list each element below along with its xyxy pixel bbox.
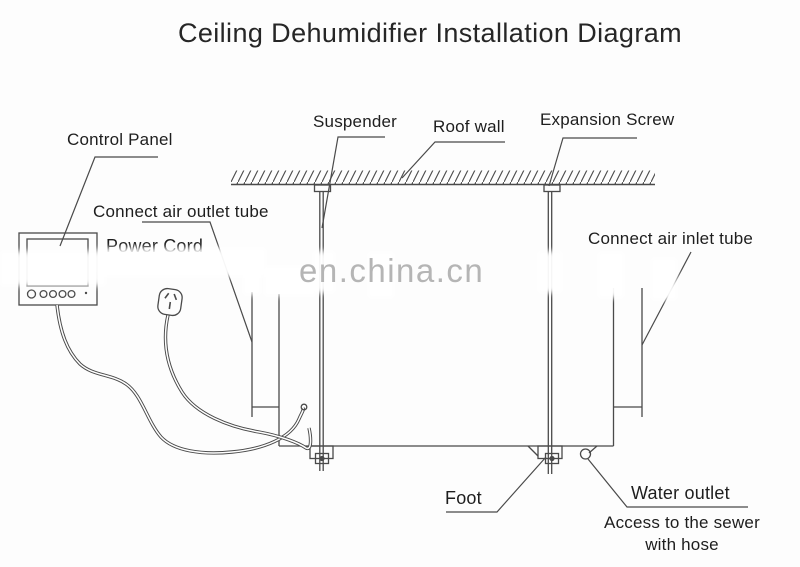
ceiling-hatch	[231, 170, 655, 184]
air-outlet-duct	[251, 292, 279, 417]
blur-patch	[538, 251, 562, 293]
blur-patch	[243, 255, 261, 295]
air-inlet-tube-label: Connect air inlet tube	[588, 229, 754, 248]
water-outlet-label: Water outlet	[631, 483, 730, 503]
suspender-rod-right	[547, 191, 553, 474]
foot-left	[309, 445, 334, 465]
sewer-note-line1: Access to the sewer	[604, 513, 760, 532]
blur-patch	[98, 248, 266, 277]
blur-patch	[0, 251, 106, 286]
foot-right	[537, 445, 563, 465]
roof-wall-label: Roof wall	[433, 117, 505, 136]
cable-connector	[300, 403, 308, 411]
suspender-label: Suspender	[313, 112, 398, 131]
expansion-screw-left	[313, 184, 332, 193]
leader-expansion-screw	[548, 137, 637, 187]
leader-lines	[59, 136, 748, 513]
water-outlet-port	[579, 448, 592, 460]
air-inlet-duct	[613, 288, 643, 417]
expansion-screw-label: Expansion Screw	[540, 110, 675, 129]
blur-patch	[264, 266, 316, 296]
blur-patch	[313, 251, 335, 293]
control-panel-buttons	[26, 289, 88, 299]
leader-air-outlet-tube	[142, 221, 253, 343]
control-panel-cable	[55, 304, 308, 455]
blur-patch	[368, 252, 394, 298]
leader-roof-wall	[401, 141, 505, 179]
blur-patch	[598, 252, 624, 298]
page-title: Ceiling Dehumidifier Installation Diagra…	[177, 18, 683, 48]
suspender-rod-left	[319, 191, 324, 471]
watermark-text: en.china.cn	[299, 252, 485, 289]
power-cord-cable	[163, 314, 313, 451]
roof-wall-ceiling	[231, 170, 655, 186]
dehumidifier-unit	[278, 288, 615, 457]
leader-control-panel	[59, 156, 158, 247]
sewer-note-line2: with hose	[645, 535, 719, 554]
foot-label: Foot	[445, 488, 482, 508]
blur-patch	[651, 258, 677, 300]
leader-foot	[446, 456, 547, 513]
control-panel-label: Control Panel	[67, 130, 173, 149]
leader-water-outlet	[587, 458, 748, 508]
leader-suspender	[321, 136, 385, 229]
power-plug	[157, 287, 183, 317]
air-outlet-tube-label: Connect air outlet tube	[93, 202, 269, 221]
expansion-screw-right	[543, 184, 561, 193]
